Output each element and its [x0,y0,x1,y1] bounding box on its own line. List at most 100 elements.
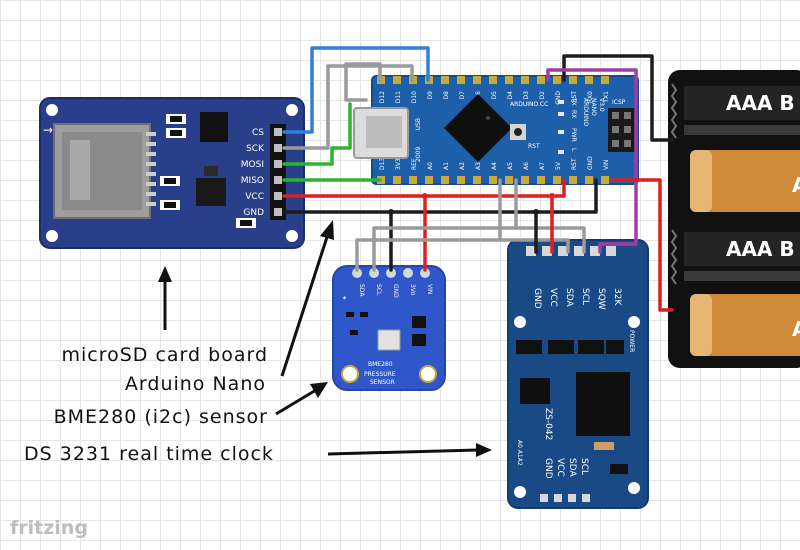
ds3231-chip [576,372,630,436]
nano-pin-ref: REF [411,158,418,170]
label-arduino-nano: Arduino Nano [125,373,266,395]
sd-pin-mosi: MOSI [241,160,264,170]
adafruit-star-icon: ✶ [342,295,347,302]
nano-model-line1: ARDUINO [582,98,589,127]
nano-pin-a4: A4 [491,162,498,170]
nano-pin-d8: D8 [443,91,450,100]
bme280-chip [377,329,401,351]
nano-model-line3: V3.0 [598,98,605,112]
nano-model-line2: NANO [590,98,597,116]
rtc-address-label: A0 A1A2 [516,440,523,466]
wire-d12-loop [344,62,382,102]
bme-name: BME280 [368,361,393,368]
nano-pin-rx0: RX0 [587,91,594,103]
bme-pin-3vo: 3Vo [409,284,416,295]
nano-pin-d12: D12 [379,91,386,103]
nano-pin-5v: 5V [555,161,562,170]
sd-pin-miso: MISO [241,176,264,186]
battery-label-4: A [792,317,800,341]
rtc-pin-gnd: GND [532,288,542,309]
rtc-pin-sqw: SQW [596,288,606,310]
icsp-label: ICSP [612,99,626,106]
nano-pin-a7: A7 [539,162,546,170]
arrow-icon: → [43,123,53,137]
card-slot-contacts [146,132,156,206]
wire-battery-vin [610,178,674,312]
fritzing-logo: fritzing [10,517,88,539]
rtc-bottom-pin-gnd: GND [543,458,553,479]
nano-pin-d9: D9 [427,91,434,100]
nano-pin-a0: A0 [427,162,434,170]
bme-pin-sda: SDA [358,284,365,297]
wire-cs [282,46,430,134]
nano-brand: ARDUINO.CC [510,101,548,108]
nano-pin-gnd-bottom: GND [587,156,594,170]
wire-bme-scl [372,226,586,272]
nano-pin-d4: D4 [507,91,514,100]
label-ds3231: DS 3231 real time clock [24,443,274,465]
nano-pin-d13: D13 [379,158,386,170]
nano-pin-a5: A5 [507,162,514,170]
rtc-pin-scl: SCL [580,288,590,305]
reset-button[interactable] [514,128,522,136]
nano-pin-rst-bottom: RST [571,158,578,170]
nano-pin-d10: D10 [411,91,418,103]
led-rx-label: RX [570,110,577,118]
microsd-card-board: → CS SCK MOSI MISO VCC GND [39,97,305,249]
led-l-label: L [570,148,577,152]
rtc-bottom-pin-vcc: VCC [555,458,565,477]
nano-pin-a3: A3 [475,162,482,170]
nano-pin-rst-top: RST [571,91,578,103]
rtc-model: ZS-042 [543,408,553,440]
wire-battery-gnd [562,54,674,142]
led-pwr-label: PWR [570,128,577,142]
wires [282,46,674,312]
rtc-pin-32k: 32K [612,288,622,306]
led-tx-label: TX [570,97,577,106]
sd-pin-gnd: GND [243,208,264,218]
nano-pin-d2: D2 [539,91,546,100]
nano-pin-a2: A2 [459,162,466,170]
nano-pin-a1: A1 [443,162,450,170]
rtc-power-label: POWER [628,330,635,352]
bme-pin-gnd: GND [392,284,399,298]
bme-sub1: PRESSURE [364,371,396,378]
bme-sub2: SENSOR [370,379,395,386]
sd-pin-sck: SCK [246,144,265,154]
nano-pin-gnd-top: GND [555,91,562,105]
battery-label-1: AAA B [726,91,795,115]
rtc-bottom-header [540,494,590,502]
rtc-bottom-pin-sda: SDA [567,458,577,477]
wire-sd-vcc [282,178,566,198]
battery-pack: AAA B A AAA B A [668,70,800,368]
nano-pin-d3: D3 [523,91,530,100]
usb-label: USB [415,118,422,130]
rtc-pin-sda: SDA [564,288,574,307]
arduino-nano-board: D12 D11 D10 D9 D8 D7 D6 D5 D4 D3 D2 GND … [353,75,639,185]
eeprom-chip [520,378,550,404]
reset-label: RST [528,143,540,150]
label-microsd: microSD card board [61,344,268,366]
wire-sck [282,64,414,150]
wire-bme-sda [355,238,570,272]
battery-label-3: AAA B [726,237,795,261]
nano-pin-d7: D7 [459,91,466,100]
nano-pin-d5: D5 [491,91,498,100]
annotation-arrows [158,220,492,457]
nano-bottom-header [377,176,609,184]
bme-header [352,268,430,278]
rtc-bottom-pin-scl: SCL [579,458,589,475]
nano-pin-vin: VIN [603,160,610,170]
bme-pin-vin: VIN [426,284,433,294]
nano-pin-3v3: 3V3 [395,158,402,170]
nano-pin-tx1: TX1 [603,91,610,104]
ds3231-rtc-board: GND VCC SDA SCL SQW 32K POWER ZS-042 SCL… [507,239,649,509]
sd-pin-cs: CS [252,128,264,138]
nano-pin-a6: A6 [523,162,530,170]
atmega-chip [444,94,512,162]
nano-pin-d11: D11 [395,91,402,103]
bme-pin-scl: SCL [375,284,382,296]
rtc-pin-vcc: VCC [548,288,558,307]
